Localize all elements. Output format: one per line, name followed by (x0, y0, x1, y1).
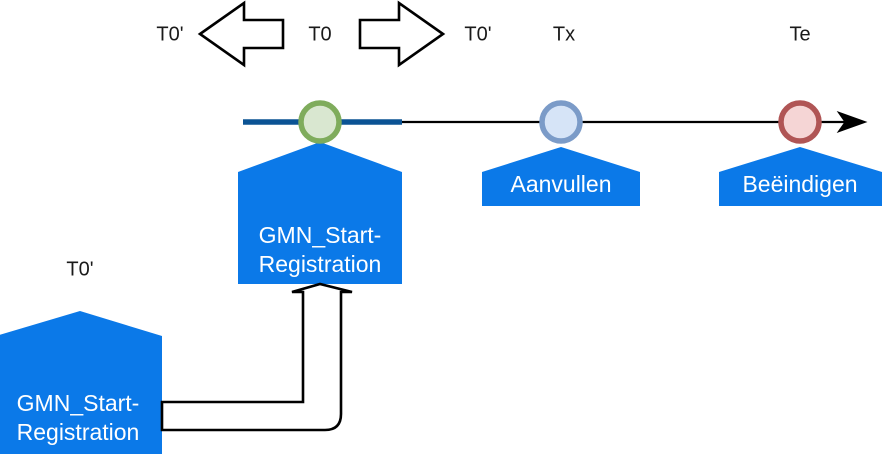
banner-beeindigen[interactable]: Beëindigen (719, 147, 882, 206)
banner-shape-gmn-t0 (238, 142, 402, 284)
label-te: Te (789, 23, 810, 45)
arrow-left-icon (197, 0, 285, 68)
label-t0: T0 (308, 23, 331, 45)
banner-label-aanvullen: Aanvullen (510, 171, 611, 197)
banner-label-gmn-t0-prime-line2: Registration (17, 419, 140, 445)
direction-arrow-right-group (358, 0, 446, 68)
arrow-right-icon (358, 0, 446, 68)
node-supplement-circle[interactable] (539, 100, 583, 144)
banner-label-beeindigen: Beëindigen (742, 171, 857, 197)
banner-gmn-start-registration-t0[interactable]: GMN_Start- Registration (238, 142, 402, 284)
timeline-arrowhead-icon (836, 111, 868, 133)
connector-block-arrow-up-icon (160, 282, 353, 432)
label-t0-prime-bottom: T0' (66, 258, 93, 280)
banner-shape-gmn-t0-prime (0, 311, 162, 454)
banner-label-gmn-t0-line2: Registration (259, 251, 382, 277)
label-t0-prime-left: T0' (156, 23, 183, 45)
banner-label-gmn-t0-line1: GMN_Start- (259, 222, 382, 248)
label-tx: Tx (553, 23, 575, 45)
node-start-circle[interactable] (298, 100, 342, 144)
banner-shape-beeindigen (719, 147, 882, 206)
banner-aanvullen[interactable]: Aanvullen (482, 147, 640, 206)
banner-shape-aanvullen (482, 147, 640, 206)
direction-arrow-left-group (197, 0, 285, 68)
banner-gmn-start-registration-t0-prime[interactable]: GMN_Start- Registration (0, 311, 162, 454)
banner-label-gmn-t0-prime-line1: GMN_Start- (17, 390, 140, 416)
node-end-circle[interactable] (778, 100, 822, 144)
label-t0-prime-right: T0' (464, 23, 491, 45)
